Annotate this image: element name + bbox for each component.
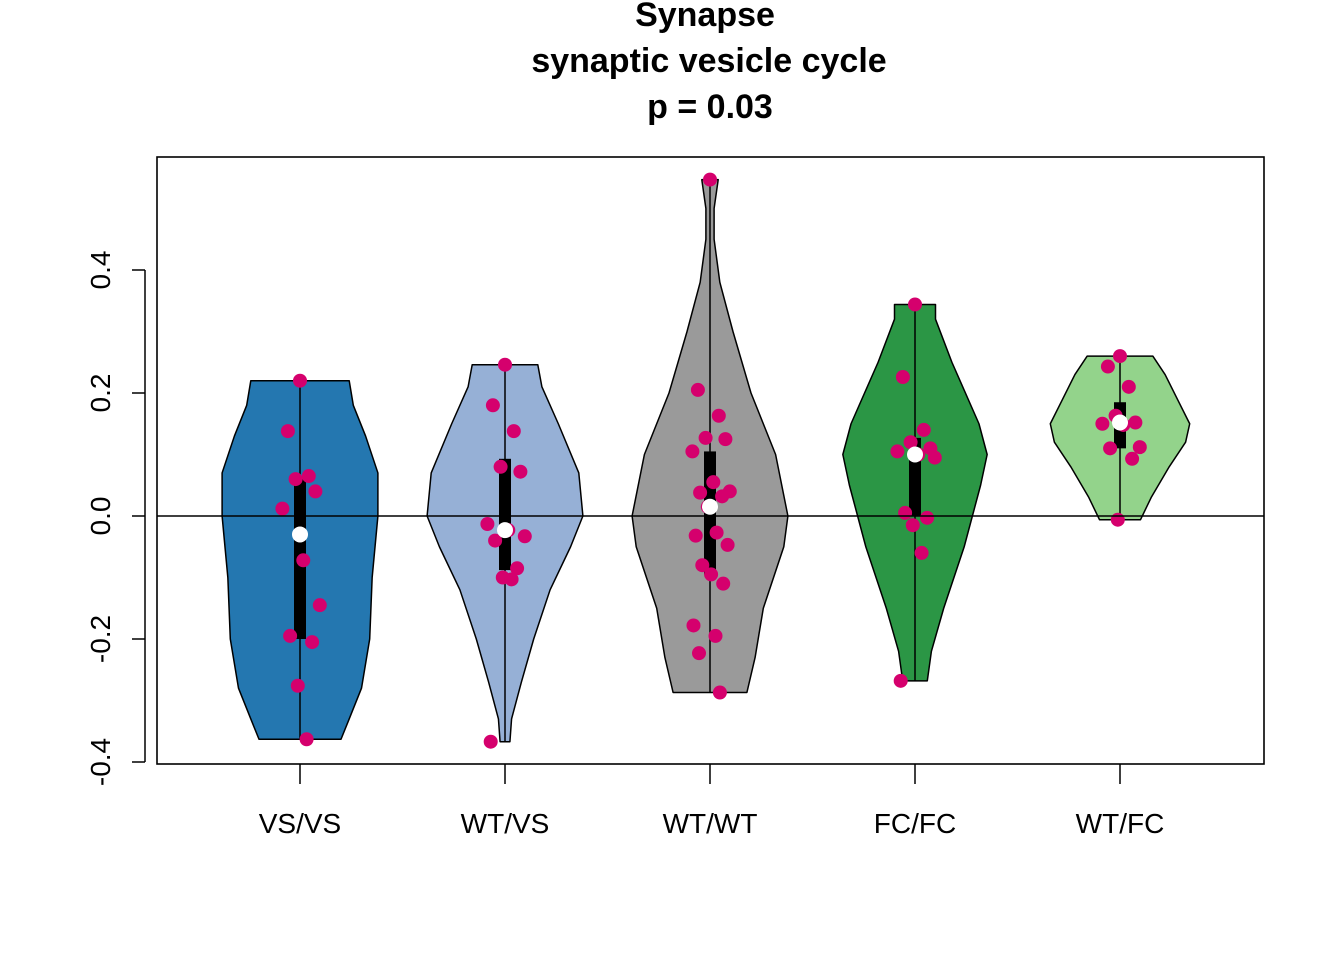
data-point xyxy=(299,732,314,747)
violin-group-wt-wt xyxy=(631,172,789,700)
data-point xyxy=(704,567,719,582)
plot-area xyxy=(157,172,1264,749)
data-point xyxy=(716,576,731,591)
data-point xyxy=(890,444,905,459)
median-marker xyxy=(702,498,718,515)
data-point xyxy=(493,459,508,474)
axes: -0.4 -0.2 0.0 0.2 0.4VS/VS WT/VS WT/WT FC/FC WT/… xyxy=(85,156,1265,839)
median-marker xyxy=(497,522,513,539)
y-tick-label: 0.0 xyxy=(85,497,116,536)
data-point xyxy=(301,469,316,484)
y-tick-label: 0.2 xyxy=(85,374,116,413)
y-axis: -0.4 -0.2 0.0 0.2 0.4 xyxy=(85,251,146,786)
x-axis: VS/VS WT/VS WT/WT FC/FC WT/FC xyxy=(259,764,1165,839)
data-point xyxy=(916,422,931,437)
data-point xyxy=(685,444,700,459)
data-point xyxy=(898,505,913,520)
y-tick-label: -0.4 xyxy=(85,738,116,786)
data-point xyxy=(483,734,498,749)
data-point xyxy=(1128,415,1143,430)
data-point xyxy=(903,435,918,450)
chart-title-line-1: Synapse xyxy=(635,0,775,34)
data-point xyxy=(905,518,920,533)
data-point xyxy=(510,561,525,576)
data-point xyxy=(488,533,503,548)
data-point xyxy=(280,424,295,439)
y-tick-label: 0.4 xyxy=(85,251,116,290)
x-tick-label: VS/VS xyxy=(259,808,341,839)
data-point xyxy=(1125,451,1140,466)
violin-iqr-box xyxy=(499,458,511,571)
data-point xyxy=(718,432,733,447)
median-marker xyxy=(292,526,308,543)
data-point xyxy=(690,382,705,397)
data-point xyxy=(895,370,910,385)
data-point xyxy=(283,628,298,643)
data-point xyxy=(686,618,701,633)
data-point xyxy=(1121,379,1136,394)
data-point xyxy=(293,373,307,388)
violin-group-vs-vs xyxy=(221,373,379,747)
data-point xyxy=(720,537,735,552)
violin-group-wt-fc xyxy=(1049,349,1191,527)
data-point xyxy=(703,172,717,187)
data-point xyxy=(708,628,723,643)
x-tick-label: FC/FC xyxy=(874,808,956,839)
data-point xyxy=(288,472,303,487)
data-point xyxy=(498,357,512,372)
data-point xyxy=(513,464,528,479)
data-point xyxy=(692,646,706,661)
data-point xyxy=(506,424,521,439)
median-marker xyxy=(907,446,923,463)
data-point xyxy=(480,516,495,531)
data-point xyxy=(312,598,327,613)
data-point xyxy=(693,485,708,500)
data-point xyxy=(1113,349,1127,364)
data-point xyxy=(504,572,519,587)
data-point xyxy=(1095,416,1110,431)
data-point xyxy=(914,545,929,560)
data-point xyxy=(1100,359,1115,374)
data-point xyxy=(711,408,726,423)
data-point xyxy=(308,484,323,499)
data-point xyxy=(709,525,724,540)
data-point xyxy=(927,450,942,465)
data-point xyxy=(908,297,922,312)
chart-title-line-3: p = 0.03 xyxy=(647,88,773,126)
data-point xyxy=(920,510,935,525)
data-point xyxy=(485,398,500,413)
data-point xyxy=(1110,512,1125,527)
data-point xyxy=(695,558,710,573)
x-tick-label: WT/VS xyxy=(461,808,550,839)
data-point xyxy=(698,430,713,445)
median-marker xyxy=(1112,414,1128,431)
chart-title-line-2: synaptic vesicle cycle xyxy=(531,42,886,80)
data-point xyxy=(517,529,532,544)
violin-group-wt-vs xyxy=(426,357,584,749)
data-point xyxy=(275,501,290,516)
data-point xyxy=(715,489,730,504)
y-tick-label: -0.2 xyxy=(85,615,116,663)
data-point xyxy=(290,678,305,693)
data-point xyxy=(305,635,320,650)
data-point xyxy=(688,528,703,543)
violin-group-fc-fc xyxy=(842,297,988,688)
data-point xyxy=(1132,440,1147,455)
data-point xyxy=(296,553,311,568)
data-point xyxy=(712,685,727,700)
x-tick-label: WT/FC xyxy=(1076,808,1165,839)
data-point xyxy=(893,673,908,688)
chart-title: Synapse synaptic vesicle cycle p = 0.03 xyxy=(531,0,886,126)
x-tick-label: WT/WT xyxy=(663,808,758,839)
data-point xyxy=(1103,441,1118,456)
data-point xyxy=(706,475,721,490)
